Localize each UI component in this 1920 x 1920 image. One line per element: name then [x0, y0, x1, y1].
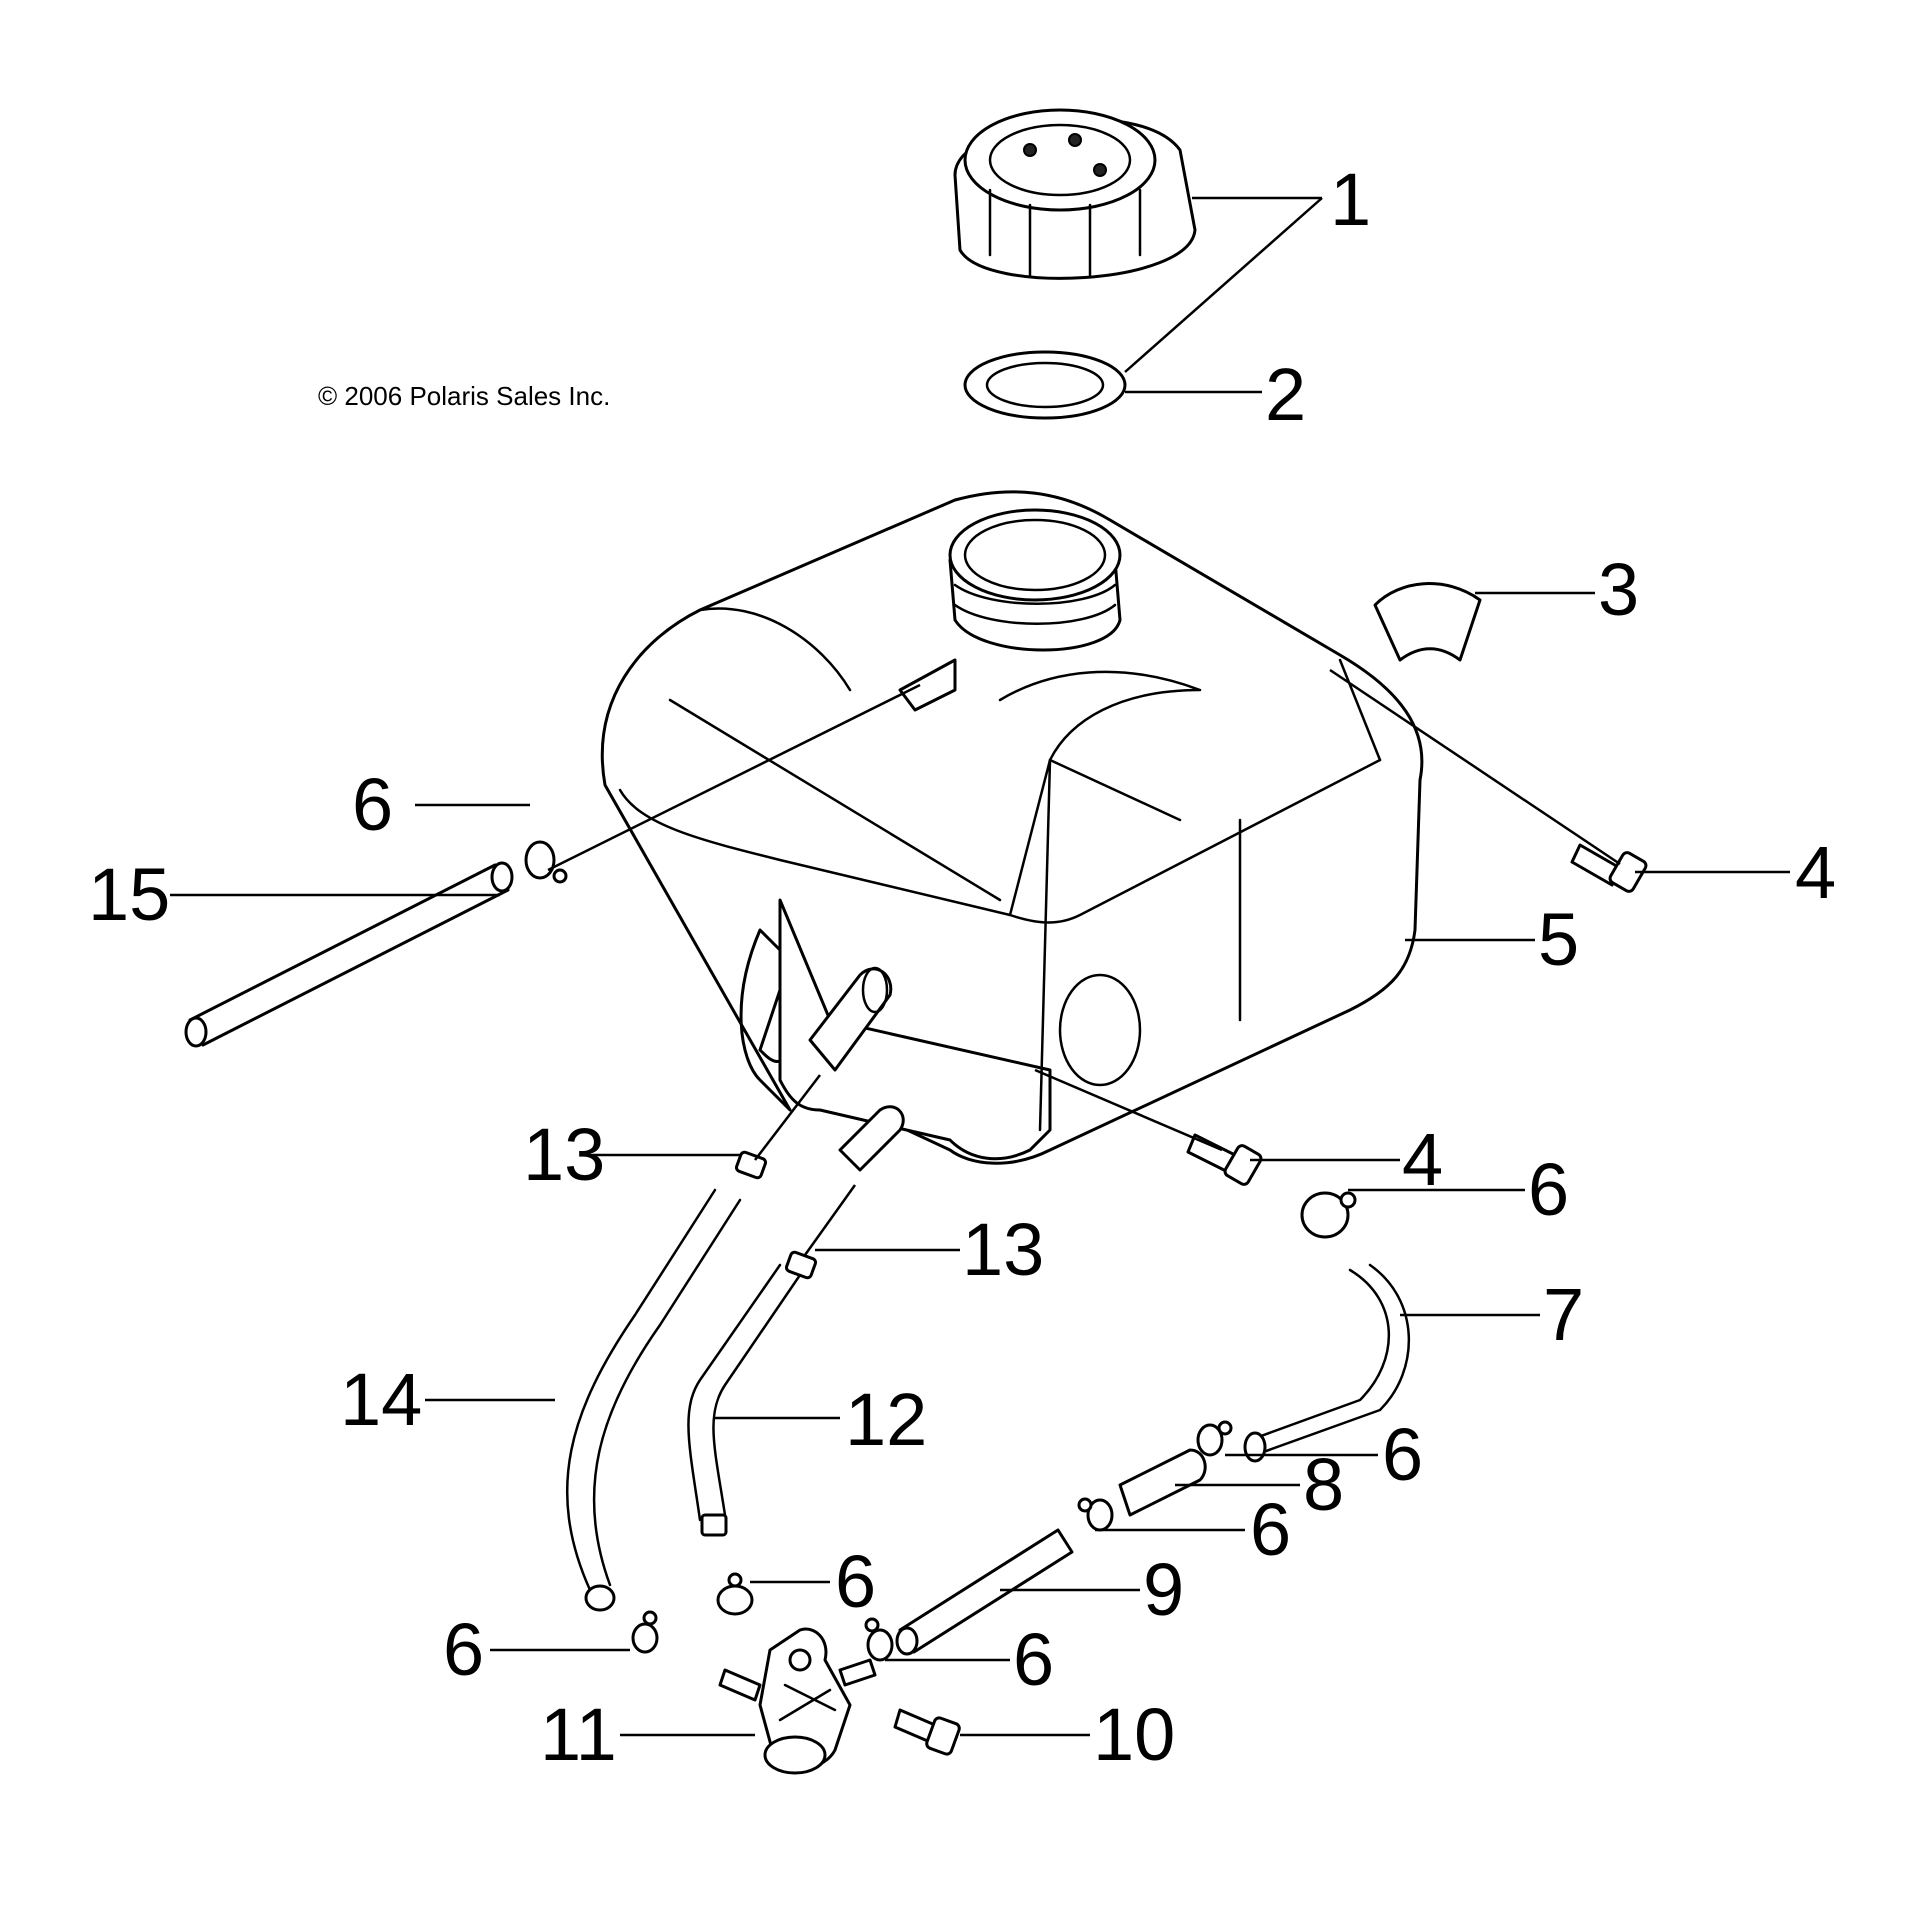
callout-6-vent: 6	[352, 763, 393, 846]
clip-13-left	[734, 1150, 768, 1180]
fuel-hose-14	[565, 1188, 742, 1592]
callout-4-lower: 4	[1402, 1118, 1443, 1201]
callout-numbers: 1 2 3 4 5 6 15 13 4 13 6 7 14 12 6 8 6 9…	[88, 158, 1836, 1776]
callout-9: 9	[1143, 1548, 1184, 1631]
callout-15: 15	[88, 853, 170, 936]
callout-10: 10	[1093, 1693, 1175, 1776]
hose-clamp-line-middle	[1077, 1497, 1114, 1532]
fuel-hose-12	[687, 1263, 802, 1522]
leader-lines	[170, 196, 1790, 1737]
callout-13-right: 13	[962, 1208, 1044, 1291]
callout-8: 8	[1303, 1443, 1344, 1526]
callout-6-tank-right: 6	[1528, 1148, 1569, 1231]
callout-4-upper: 4	[1795, 831, 1836, 914]
hose-clamp-vent	[524, 840, 568, 884]
fuel-filter	[1118, 1448, 1207, 1517]
callout-1: 1	[1330, 158, 1371, 241]
hose-clamp-tank-right	[1300, 1191, 1357, 1239]
fuel-tank	[600, 490, 1424, 1172]
clip-13-right	[784, 1250, 818, 1280]
callout-7: 7	[1543, 1273, 1584, 1356]
tank-screw-lower	[1186, 1133, 1263, 1186]
callout-2: 2	[1265, 353, 1306, 436]
hose-clamp-line-upper	[1196, 1420, 1233, 1457]
copyright-text: © 2006 Polaris Sales Inc.	[318, 381, 610, 411]
fuel-hose-12-end	[700, 1513, 728, 1537]
callout-6-line-middle: 6	[1250, 1488, 1291, 1571]
callout-12: 12	[845, 1378, 927, 1461]
cap-gasket	[963, 350, 1127, 420]
callout-6-line-upper: 6	[1382, 1413, 1423, 1496]
hose-clamp-valve-left	[631, 1610, 659, 1654]
valve-screw	[893, 1708, 961, 1756]
vent-hose	[184, 861, 514, 1048]
callout-3: 3	[1598, 548, 1639, 631]
fuel-hose-7	[1248, 1263, 1410, 1457]
callout-6-valve-left: 6	[443, 1608, 484, 1691]
callout-6-valve-right: 6	[1013, 1618, 1054, 1701]
fuel-valve	[718, 1627, 877, 1775]
callout-11: 11	[540, 1693, 617, 1776]
callout-13-left: 13	[523, 1113, 605, 1196]
fuel-hose-14-end	[584, 1584, 616, 1612]
tank-pad	[1373, 582, 1482, 662]
hose-clamp-valve-top	[716, 1572, 754, 1616]
tank-screw-upper	[1570, 843, 1648, 893]
callout-6-valve-top: 6	[835, 1540, 876, 1623]
hose-clamp-valve-right	[864, 1617, 894, 1662]
callout-5: 5	[1538, 898, 1579, 981]
callout-14: 14	[340, 1358, 422, 1441]
fuel-cap	[953, 108, 1197, 280]
